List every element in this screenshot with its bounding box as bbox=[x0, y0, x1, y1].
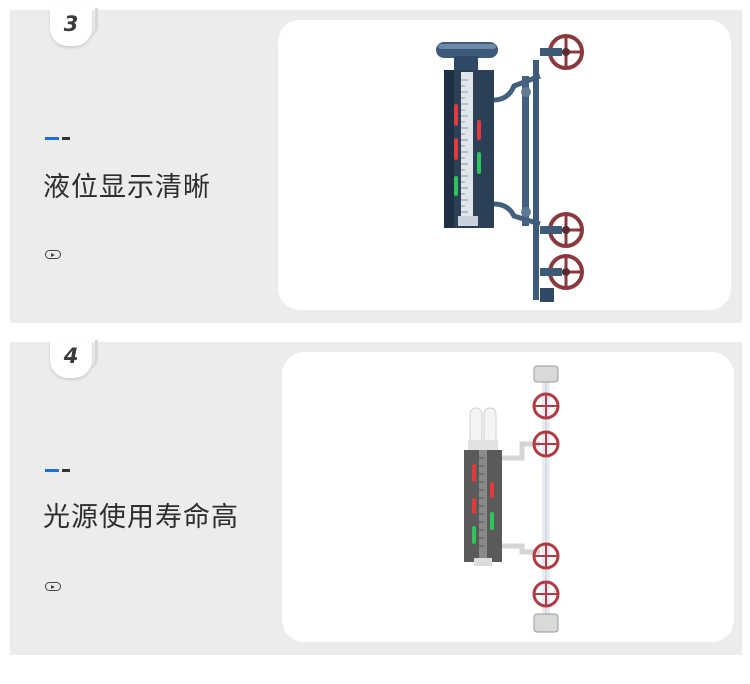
product-image-card bbox=[282, 352, 734, 642]
product-image-card bbox=[278, 20, 731, 310]
feature-title: 光源使用寿命高 bbox=[43, 502, 239, 533]
section-number: 3 bbox=[63, 12, 79, 36]
section-number: 4 bbox=[63, 344, 79, 368]
feature-title: 液位显示清晰 bbox=[43, 172, 211, 203]
level-gauge-image bbox=[464, 365, 560, 633]
play-icon[interactable] bbox=[45, 582, 61, 591]
play-icon[interactable] bbox=[45, 250, 61, 259]
section-number-badge: 4 bbox=[50, 340, 98, 378]
section-number-badge: 3 bbox=[50, 8, 98, 46]
feature-section-3: 3 液位显示清晰 bbox=[10, 8, 742, 323]
feature-section-4: 4 光源使用寿命高 bbox=[10, 340, 742, 655]
level-gauge-image bbox=[436, 34, 584, 302]
valve-group bbox=[532, 365, 560, 633]
